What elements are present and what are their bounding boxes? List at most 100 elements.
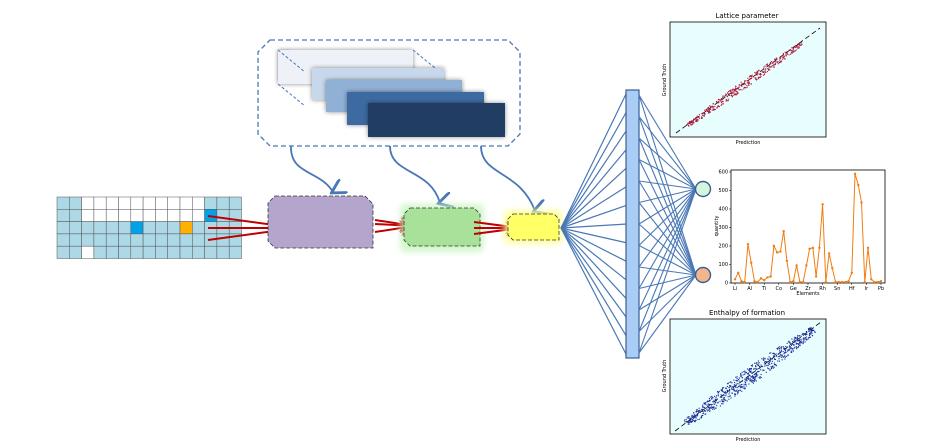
scatter-point	[692, 417, 695, 419]
scatter-point	[771, 366, 773, 368]
scatter-point	[723, 394, 725, 396]
periodic-cell	[81, 221, 95, 235]
enthalpy-ylabel: Ground Truth	[662, 360, 668, 393]
scatter-point	[749, 371, 751, 373]
scatter-point	[712, 108, 714, 110]
scatter-point	[710, 106, 712, 108]
scatter-point	[760, 364, 762, 366]
scatter-point	[801, 333, 803, 335]
scatter-point	[696, 119, 698, 121]
scatter-point	[719, 99, 721, 101]
enthalpy-points	[683, 327, 816, 425]
scatter-point	[782, 52, 784, 55]
y-tick-label: 200	[718, 244, 728, 250]
scatter-point	[780, 354, 782, 356]
scatter-point	[696, 414, 698, 416]
scatter-point	[794, 341, 796, 343]
scatter-point	[714, 105, 716, 108]
scatter-point	[789, 343, 791, 345]
periodic-cell	[105, 196, 119, 210]
periodic-cell	[142, 196, 156, 210]
scatter-point	[693, 412, 695, 414]
scatter-point	[715, 395, 718, 397]
periodic-cell	[216, 245, 230, 259]
scatter-point	[780, 356, 782, 358]
x-tick-label: Zr	[805, 286, 811, 292]
scatter-point	[689, 417, 691, 419]
element-point	[818, 246, 821, 250]
scatter-point	[740, 373, 742, 376]
scatter-point	[807, 338, 809, 340]
scatter-point	[721, 100, 724, 102]
scatter-point	[808, 327, 811, 329]
scatter-point	[695, 411, 697, 413]
scatter-point	[774, 358, 776, 360]
scatter-point	[702, 404, 704, 406]
scatter-point	[744, 81, 746, 83]
element-point	[772, 244, 776, 248]
scatter-point	[768, 361, 770, 363]
scatter-point	[688, 423, 690, 425]
output-line	[638, 274, 697, 290]
scatter-point	[706, 404, 708, 406]
scatter-point	[758, 377, 760, 379]
scatter-point	[799, 43, 801, 45]
scatter-point	[788, 348, 790, 350]
scatter-point	[689, 420, 691, 422]
scatter-point	[712, 397, 714, 399]
element-point	[840, 280, 844, 284]
scatter-point	[750, 367, 752, 370]
scatter-point	[730, 381, 732, 383]
scatter-point	[800, 335, 802, 337]
x-tick-label: Sn	[834, 286, 840, 292]
periodic-cell	[56, 196, 70, 210]
scatter-point	[716, 391, 719, 393]
scatter-point	[735, 383, 737, 385]
scatter-point	[724, 399, 726, 401]
periodic-cell	[93, 209, 107, 222]
element-point	[792, 279, 795, 283]
scatter-point	[788, 340, 790, 342]
scatter-point	[747, 373, 749, 375]
scatter-point	[796, 339, 798, 341]
scatter-point	[741, 386, 743, 388]
scatter-point	[736, 91, 739, 93]
scatter-point	[799, 341, 801, 343]
scatter-point	[721, 400, 723, 402]
scatter-point	[722, 398, 724, 400]
scatter-point	[802, 334, 804, 336]
element-point	[879, 279, 883, 283]
scatter-point	[779, 353, 781, 355]
scatter-point	[707, 406, 709, 408]
scatter-point	[708, 397, 710, 399]
element-point	[775, 251, 779, 254]
periodic-cell	[56, 221, 70, 235]
scatter-point	[755, 362, 757, 364]
scatter-point	[685, 419, 687, 421]
scatter-point	[799, 335, 801, 337]
scatter-point	[708, 109, 710, 111]
scatter-point	[797, 343, 799, 345]
scatter-point	[762, 74, 765, 76]
scatter-point	[695, 419, 697, 421]
scatter-point	[737, 392, 739, 394]
periodic-cell	[118, 209, 132, 222]
scatter-point	[755, 368, 757, 371]
scatter-point	[773, 58, 776, 60]
scatter-point	[754, 373, 756, 375]
scatter-point	[793, 50, 795, 52]
scatter-point	[797, 339, 799, 341]
scatter-point	[707, 405, 709, 407]
scatter-point	[759, 377, 761, 379]
scatter-point	[735, 88, 737, 90]
x-tick-label: Hf	[849, 286, 855, 292]
scatter-point	[787, 349, 789, 351]
periodic-cell	[56, 245, 70, 259]
periodic-cell	[130, 221, 144, 235]
y-tick-label: 100	[718, 262, 728, 268]
scatter-point	[752, 377, 754, 379]
scatter-point	[746, 378, 748, 380]
scatter-point	[788, 349, 790, 351]
scatter-point	[786, 52, 788, 54]
